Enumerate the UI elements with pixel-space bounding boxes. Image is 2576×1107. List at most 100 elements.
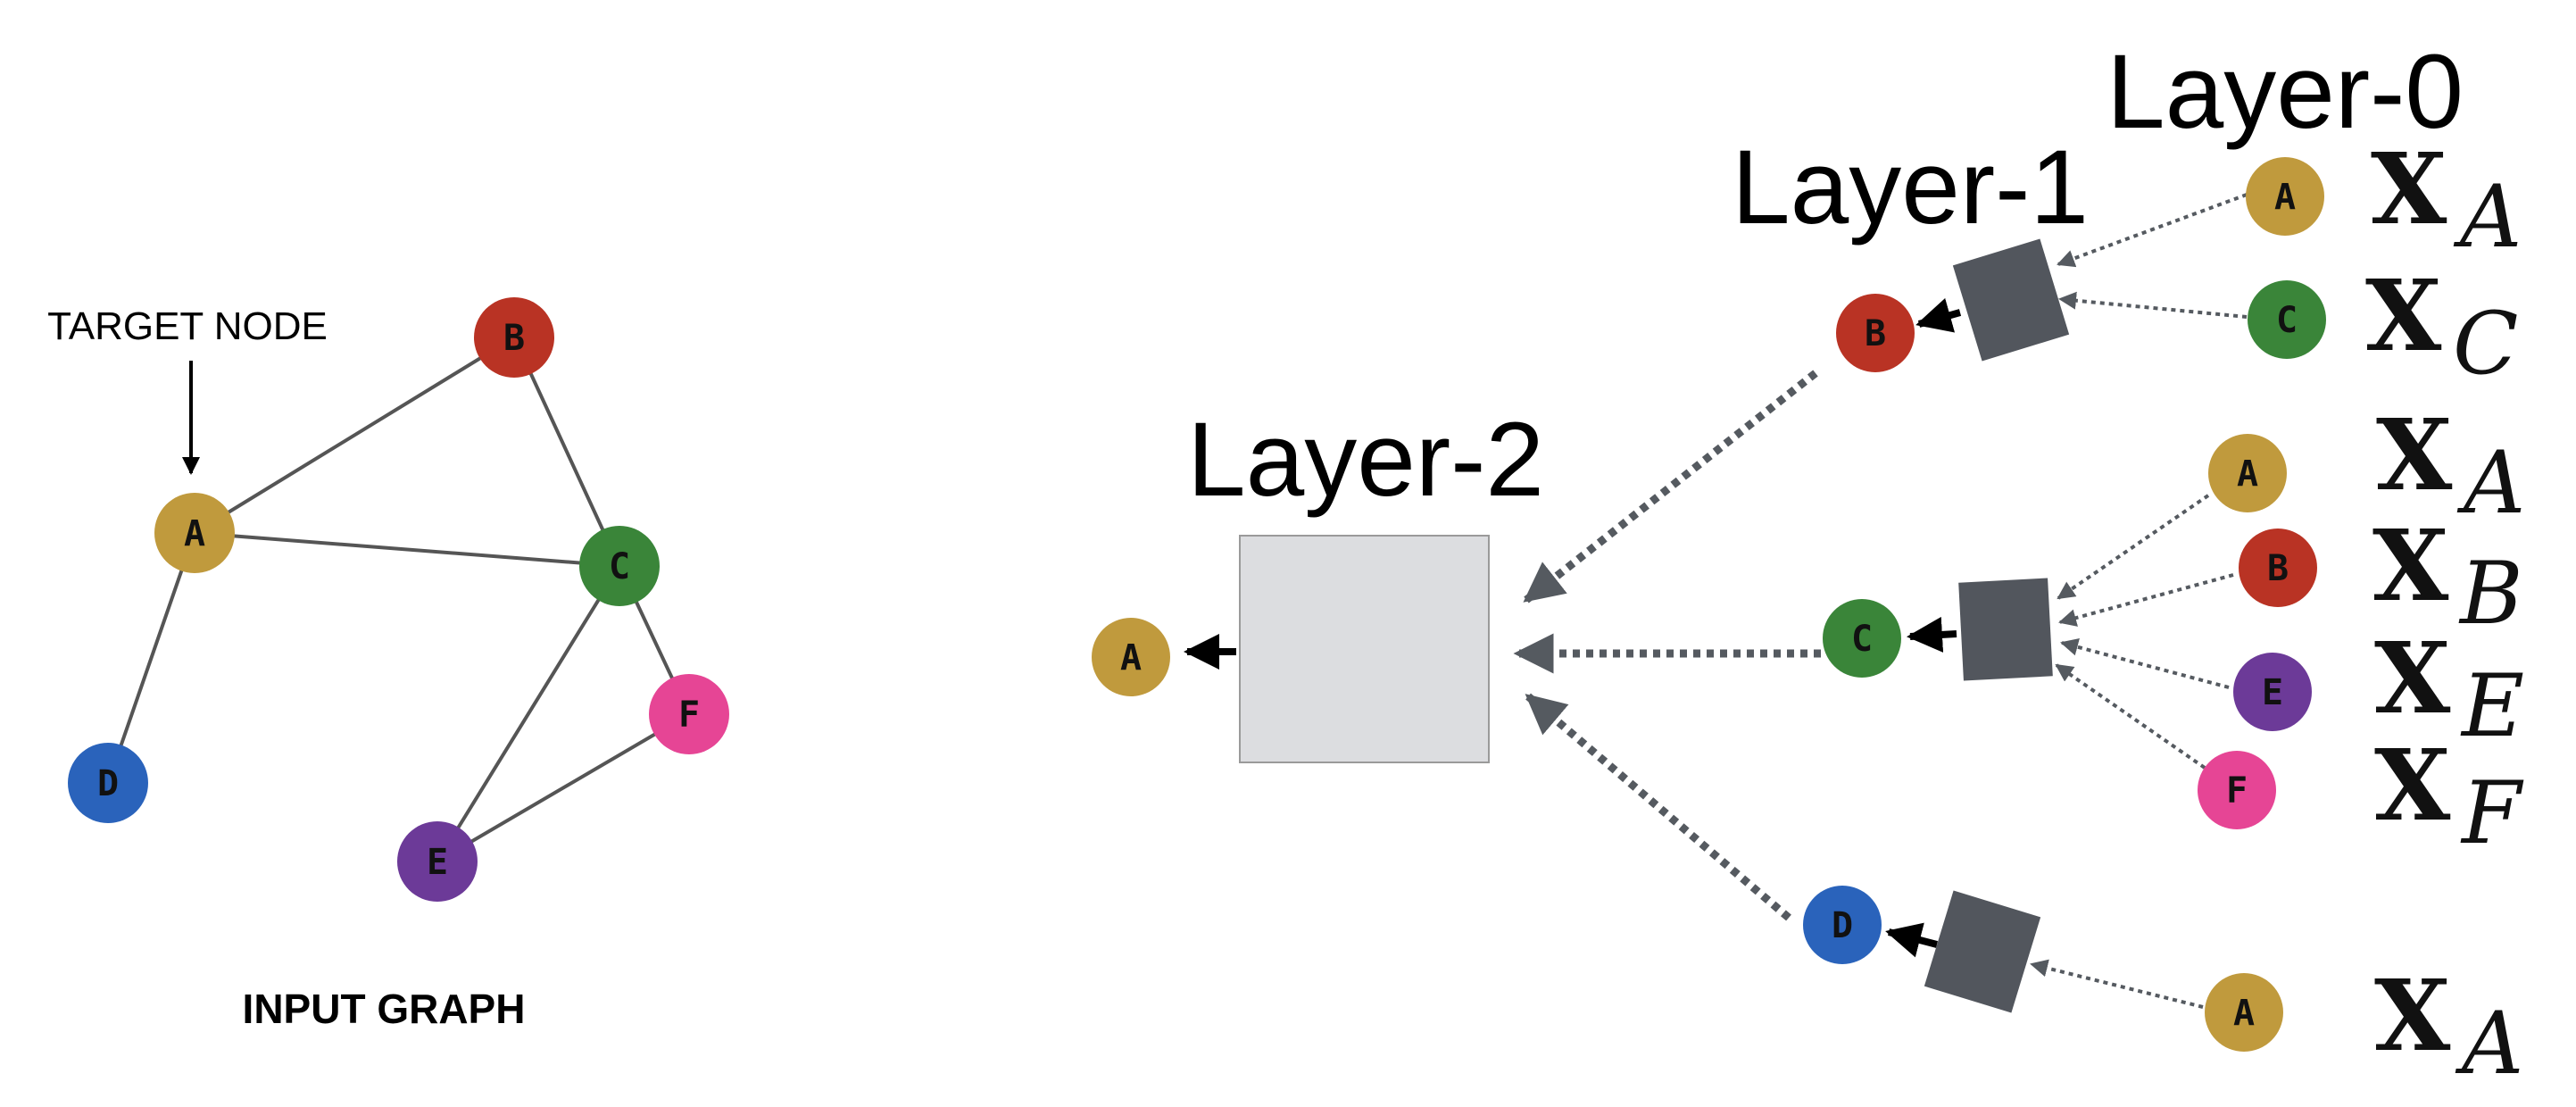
arrow-leaf-e2-to-agg-c bbox=[2060, 637, 2230, 689]
layer-2-aggregator bbox=[1239, 535, 1490, 763]
graph-node-d-circle bbox=[68, 743, 148, 823]
leaf-node-a-under-b-circle bbox=[2246, 157, 2324, 236]
feature-x-a-under-d-symbol: X bbox=[2374, 958, 2451, 1073]
feature-x-a-under-c: X A bbox=[2376, 397, 2525, 533]
aggregator-d-output-arrow bbox=[1885, 922, 1939, 958]
feature-x-b-under-c: X B bbox=[2372, 508, 2523, 644]
edge-e-f bbox=[436, 712, 691, 863]
leaf-node-e-under-c: E bbox=[2233, 653, 2312, 731]
feature-x-a-under-b-symbol: X bbox=[2371, 131, 2447, 246]
leaf-node-c-under-b: C bbox=[2248, 280, 2326, 359]
feature-x-e-under-c-symbol: X bbox=[2374, 620, 2451, 736]
feature-x-c-under-b-symbol: X bbox=[2365, 258, 2442, 373]
feature-x-c-under-b-subscript: C bbox=[2453, 294, 2518, 394]
leaf-node-c-under-b-label: C bbox=[2276, 300, 2298, 341]
leaf-node-a-under-c: A bbox=[2208, 434, 2287, 512]
leaf-node-a-under-b: A bbox=[2246, 157, 2324, 236]
layer-2-title: Layer-2 bbox=[1187, 401, 1544, 519]
graph-node-d-label: D bbox=[97, 763, 119, 804]
layer-1-aggregator-c bbox=[1958, 578, 2053, 681]
feature-x-a-under-d: X A bbox=[2374, 958, 2523, 1094]
graph-node-a: A bbox=[154, 493, 235, 573]
feature-x-a-under-b: X A bbox=[2371, 131, 2522, 267]
arrow-leaf-a1-to-agg-b bbox=[2057, 193, 2248, 268]
leaf-node-b-under-c: B bbox=[2239, 529, 2317, 607]
leaf-node-f-under-c-label: F bbox=[2226, 770, 2248, 812]
leaf-node-e-under-c-label: E bbox=[2262, 672, 2283, 713]
feature-x-b-under-c-subscript: B bbox=[2458, 544, 2523, 644]
arrow-d-to-layer-2 bbox=[1525, 693, 1791, 921]
leaf-node-b-under-c-circle bbox=[2239, 529, 2317, 607]
input-graph: A B C D E F TARGET NODE INPUT GRAPH bbox=[47, 297, 729, 1032]
layer-1-aggregator-b bbox=[1952, 238, 2070, 362]
layer-0-title: Layer-0 bbox=[2107, 33, 2464, 151]
graph-node-b-label: B bbox=[503, 318, 525, 359]
feature-x-e-under-c-subscript: E bbox=[2460, 656, 2524, 756]
aggregator-b-output-arrow bbox=[1915, 297, 1962, 333]
leaf-node-b-under-c-label: B bbox=[2267, 548, 2289, 589]
graph-node-c: C bbox=[579, 526, 660, 606]
graph-node-e-label: E bbox=[427, 842, 448, 883]
arrow-leaf-a3-to-agg-d bbox=[2030, 959, 2204, 1009]
graph-node-d: D bbox=[68, 743, 148, 823]
tree-level1-node-b-label: B bbox=[1865, 313, 1886, 354]
leaf-node-c-under-b-circle bbox=[2248, 280, 2326, 359]
feature-x-e-under-c: X E bbox=[2374, 620, 2524, 756]
graph-node-f-label: F bbox=[678, 695, 700, 736]
tree-level1-node-d-circle bbox=[1803, 886, 1882, 964]
tree-root-node-a-circle bbox=[1092, 618, 1170, 696]
leaf-node-f-under-c-circle bbox=[2198, 751, 2276, 829]
leaf-node-a-under-d-circle bbox=[2205, 973, 2283, 1052]
tree-root-node-a: A bbox=[1092, 618, 1170, 696]
aggregator-c-output-arrow bbox=[1907, 616, 1957, 653]
feature-x-a-under-d-subscript: A bbox=[2455, 994, 2523, 1094]
feature-x-f-under-c-symbol: X bbox=[2374, 728, 2451, 843]
edge-a-c bbox=[194, 531, 620, 568]
edge-b-c bbox=[512, 337, 621, 567]
feature-x-a-under-b-subscript: A bbox=[2453, 167, 2522, 267]
arrow-leaf-a2-to-agg-c bbox=[2057, 494, 2210, 600]
feature-x-a-under-c-symbol: X bbox=[2376, 397, 2453, 512]
feature-x-c-under-b: X C bbox=[2365, 258, 2518, 394]
arrow-leaf-c1-to-agg-b bbox=[2058, 291, 2248, 319]
graph-node-b-circle bbox=[474, 297, 554, 378]
tree-level1-node-b: B bbox=[1836, 294, 1915, 372]
tree-level1-node-c: C bbox=[1823, 599, 1901, 678]
tree-level1-node-d: D bbox=[1803, 886, 1882, 964]
tree-level1-node-c-label: C bbox=[1851, 619, 1873, 660]
leaf-node-a-under-b-label: A bbox=[2274, 177, 2296, 218]
tree-root-node-a-label: A bbox=[1120, 637, 1142, 678]
arrow-leaf-b2-to-agg-c bbox=[2058, 573, 2234, 627]
target-node-label: TARGET NODE bbox=[47, 304, 328, 348]
graph-node-c-label: C bbox=[609, 546, 630, 587]
arrow-leaf-f2-to-agg-c bbox=[2055, 663, 2206, 770]
graph-node-a-circle bbox=[154, 493, 235, 573]
arrow-b-to-layer-2 bbox=[1523, 370, 1818, 603]
tree-level1-node-b-circle bbox=[1836, 294, 1915, 372]
graph-node-f-circle bbox=[649, 674, 729, 754]
feature-x-f-under-c-subscript: F bbox=[2460, 763, 2524, 863]
graph-node-c-circle bbox=[579, 526, 660, 606]
leaf-node-f-under-c: F bbox=[2198, 751, 2276, 829]
graph-node-e-circle bbox=[397, 821, 478, 902]
feature-x-a-under-c-subscript: A bbox=[2456, 433, 2525, 533]
leaf-node-e-under-c-circle bbox=[2233, 653, 2312, 731]
edge-c-e bbox=[436, 564, 621, 863]
graph-node-b: B bbox=[474, 297, 554, 378]
leaf-node-a-under-d-label: A bbox=[2233, 993, 2255, 1034]
tree-level1-node-d-label: D bbox=[1832, 905, 1853, 946]
layer-1-aggregator-d bbox=[1924, 890, 2041, 1013]
feature-x-f-under-c: X F bbox=[2374, 728, 2524, 863]
leaf-node-a-under-c-label: A bbox=[2237, 454, 2258, 495]
leaf-node-a-under-c-circle bbox=[2208, 434, 2287, 512]
input-graph-caption: INPUT GRAPH bbox=[243, 986, 526, 1032]
graph-node-a-label: A bbox=[184, 513, 205, 554]
computation-tree: Layer-2 Layer-1 Layer-0 A B C bbox=[1092, 33, 2525, 1094]
graph-node-e: E bbox=[397, 821, 478, 902]
edge-a-b bbox=[193, 336, 516, 535]
leaf-node-a-under-d: A bbox=[2205, 973, 2283, 1052]
feature-x-b-under-c-symbol: X bbox=[2372, 508, 2449, 623]
edge-a-d bbox=[106, 532, 196, 784]
tree-level1-node-c-circle bbox=[1823, 599, 1901, 678]
